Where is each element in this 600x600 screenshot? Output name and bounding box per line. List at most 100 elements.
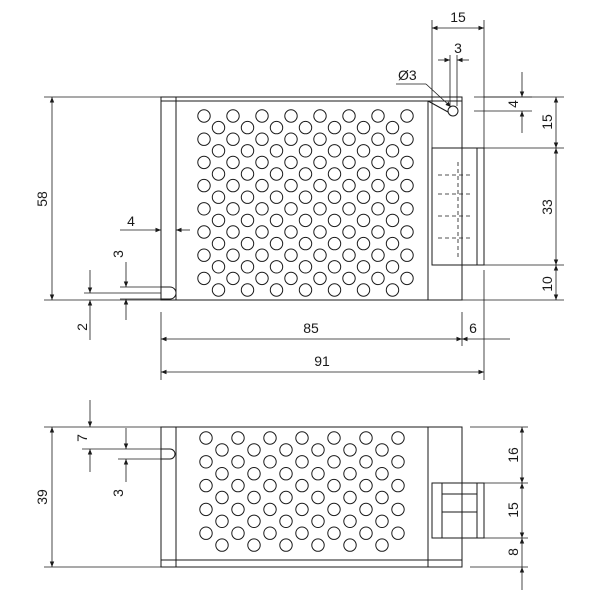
vent-hole — [343, 538, 357, 552]
dim-slot-inner: 3 — [454, 40, 462, 56]
dim-terminal-length: 6 — [469, 320, 477, 336]
vent-hole — [269, 167, 284, 181]
vent-hole — [385, 120, 400, 135]
vent-hole — [298, 213, 313, 228]
vent-hole — [400, 271, 414, 286]
vent-hole — [255, 178, 269, 193]
vent-hole — [298, 144, 313, 158]
vent-hole — [295, 431, 309, 445]
vent-hole — [211, 260, 226, 274]
vent-hole — [375, 467, 389, 481]
vent-hole — [356, 167, 371, 181]
vent-hole — [215, 467, 229, 481]
side-view: 7 3 39 16 15 8 — [34, 400, 528, 590]
mounting-hole — [447, 105, 459, 117]
vent-hole — [313, 248, 327, 262]
vent-hole — [284, 155, 298, 170]
vent-hole — [255, 248, 269, 262]
vent-hole — [231, 431, 245, 445]
vent-hole — [211, 144, 226, 158]
vent-hole — [327, 283, 342, 297]
dim-side-overall-height: 39 — [34, 489, 50, 505]
dim-right-top: 15 — [539, 114, 555, 130]
vent-hole — [269, 213, 284, 228]
dim-hole-diameter: Ø3 — [398, 67, 417, 83]
vent-hole — [391, 478, 405, 493]
vent-hole — [313, 109, 327, 123]
vent-hole — [269, 236, 284, 251]
side-terminal-block — [431, 482, 485, 539]
vent-hole — [240, 213, 255, 228]
vent-hole — [298, 120, 313, 135]
vent-hole — [215, 514, 229, 528]
vent-hole — [226, 132, 240, 146]
vent-hole — [342, 225, 356, 239]
vent-hole — [371, 225, 385, 239]
vent-hole — [263, 478, 277, 493]
terminal-block — [431, 147, 485, 266]
vent-hole — [327, 167, 342, 181]
vent-hole — [313, 155, 327, 170]
vent-hole — [327, 526, 341, 540]
vent-hole — [263, 431, 277, 445]
vent-hole — [371, 202, 385, 216]
vent-hole — [240, 144, 255, 158]
vent-hole — [342, 132, 356, 146]
dim-notch-height: 3 — [110, 250, 126, 258]
side-view-vent-holes — [199, 431, 405, 552]
vent-hole — [263, 502, 277, 517]
vent-hole — [298, 236, 313, 251]
vent-hole — [269, 120, 284, 135]
vent-hole — [255, 132, 269, 146]
side-view-notch — [161, 448, 176, 460]
vent-hole — [313, 271, 327, 286]
vent-hole — [247, 443, 261, 457]
vent-hole — [269, 283, 284, 297]
vent-hole — [279, 490, 293, 505]
leader-line — [425, 83, 452, 108]
vent-hole — [356, 120, 371, 135]
vent-hole — [284, 248, 298, 262]
vent-hole — [226, 202, 240, 216]
vent-hole — [400, 109, 414, 123]
vent-hole — [356, 260, 371, 274]
vent-hole — [284, 271, 298, 286]
vent-hole — [240, 260, 255, 274]
vent-hole — [199, 526, 213, 540]
vent-hole — [269, 260, 284, 274]
vent-hole — [371, 109, 385, 123]
vent-hole — [247, 538, 261, 552]
vent-hole — [247, 490, 261, 505]
dim-side-right-top: 16 — [505, 447, 521, 463]
vent-hole — [311, 538, 325, 552]
vent-hole — [197, 132, 211, 146]
vent-hole — [400, 202, 414, 216]
vent-hole — [211, 190, 226, 204]
vent-hole — [284, 202, 298, 216]
vent-hole — [375, 514, 389, 528]
vent-hole — [359, 478, 373, 493]
vent-hole — [269, 144, 284, 158]
vent-hole — [211, 283, 226, 297]
vent-hole — [295, 502, 309, 517]
vent-hole — [211, 213, 226, 228]
dim-side-terminal-height: 15 — [505, 502, 521, 518]
top-view-corner-line — [427, 100, 449, 113]
top-view-outline — [160, 96, 463, 301]
dim-side-notch-height: 3 — [110, 489, 126, 497]
vent-hole — [197, 225, 211, 239]
vent-hole — [231, 478, 245, 493]
vent-hole — [215, 443, 229, 457]
vent-hole — [342, 271, 356, 286]
vent-hole — [255, 109, 269, 123]
vent-hole — [359, 455, 373, 469]
vent-hole — [356, 236, 371, 251]
vent-hole — [311, 514, 325, 528]
vent-hole — [343, 443, 357, 457]
vent-hole — [385, 260, 400, 274]
vent-hole — [313, 178, 327, 193]
vent-hole — [313, 132, 327, 146]
vent-hole — [240, 236, 255, 251]
vent-hole — [371, 155, 385, 170]
vent-hole — [279, 443, 293, 457]
